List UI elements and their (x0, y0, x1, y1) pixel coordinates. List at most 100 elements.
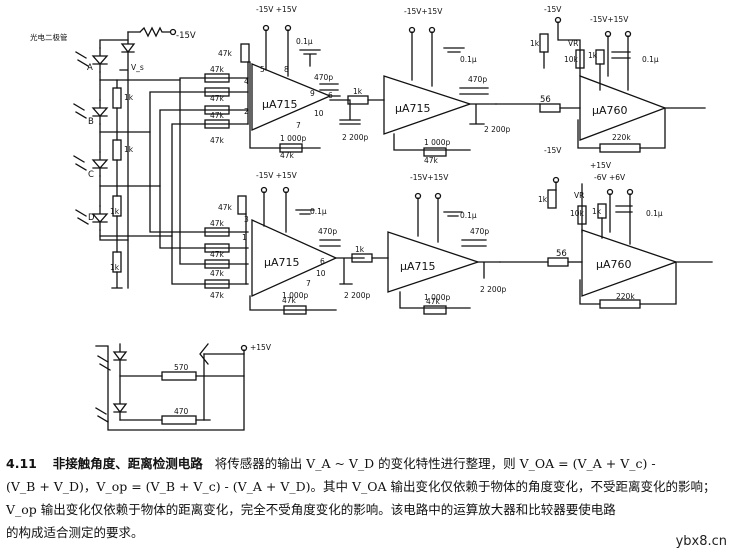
stage1-top: 47k 47k 47k 47k 47k μA715 4 2 5 8 9 6 10… (204, 5, 369, 160)
stage2-bottom: μA715 -15V+15V 0.1μ 470p 2 200p 1 000p 4… (371, 173, 549, 315)
svg-text:-15V+15V: -15V+15V (410, 173, 449, 182)
svg-text:47k: 47k (210, 269, 225, 278)
svg-text:470p: 470p (318, 227, 337, 236)
svg-text:7: 7 (296, 121, 301, 130)
stage1-bottom: 47k 47k 47k 47k 47k μA715 -15V +15V 0.1μ… (204, 171, 373, 315)
caption-line-4: 的构成适合测定的要求。 (6, 525, 144, 540)
svg-text:47k: 47k (210, 94, 225, 103)
terminal-neg15-top (169, 28, 177, 36)
svg-text:47k: 47k (280, 151, 295, 160)
svg-text:47k: 47k (218, 49, 233, 58)
svg-text:A: A (87, 63, 93, 73)
svg-text:D: D (88, 213, 95, 223)
svg-text:1k: 1k (530, 39, 540, 48)
stage3-top: -15V -15V+15V 1k VR 10k 1k 0.1μ 56 μA760… (530, 5, 706, 155)
svg-text:0.1μ: 0.1μ (460, 55, 477, 64)
caption-text-1: 将传感器的输出 V_A ~ V_D 的变化特性进行整理，则 V_OA = (V_… (214, 456, 656, 471)
svg-text:-15V: -15V (544, 5, 562, 14)
watermark: ybx8.cn (675, 534, 727, 549)
load-resistors: 1k 1k 1k 1k (110, 79, 134, 289)
svg-text:47k: 47k (426, 297, 441, 306)
svg-text:1k: 1k (124, 145, 134, 154)
svg-text:2 200p: 2 200p (484, 125, 510, 134)
svg-text:-15V: -15V (544, 146, 562, 155)
photodiode-d: D (75, 205, 109, 231)
svg-text:1k: 1k (538, 195, 548, 204)
svg-text:2 200p: 2 200p (344, 291, 370, 300)
sensor-bias-resistor (127, 26, 171, 38)
svg-text:1 000p: 1 000p (424, 293, 450, 302)
svg-text:5: 5 (260, 65, 265, 74)
svg-text:1k: 1k (592, 207, 602, 216)
svg-text:220k: 220k (616, 292, 635, 301)
op-amp-ua715-1 (251, 63, 332, 131)
svg-text:47k: 47k (424, 156, 439, 165)
caption-line-1: 4.11 非接触角度、距离检测电路 将传感器的输出 V_A ~ V_D 的变化特… (6, 452, 728, 475)
photodiode-chain (99, 39, 129, 241)
svg-text:6: 6 (320, 257, 325, 266)
svg-text:47k: 47k (210, 291, 225, 300)
svg-text:μA715: μA715 (395, 102, 431, 115)
svg-text:47k: 47k (282, 296, 297, 305)
svg-text:-15V+15V: -15V+15V (404, 7, 443, 16)
svg-text:-15V+15V: -15V+15V (590, 15, 629, 24)
svg-text:2: 2 (244, 107, 249, 116)
svg-text:1 000p: 1 000p (280, 134, 306, 143)
svg-text:1: 1 (242, 233, 247, 242)
svg-text:μA760: μA760 (596, 258, 632, 271)
svg-text:-6V +6V: -6V +6V (594, 173, 626, 182)
svg-text:μA715: μA715 (264, 256, 300, 269)
svg-text:10k: 10k (564, 55, 579, 64)
supply-label-neg15-top: -15V (176, 31, 196, 41)
svg-text:470: 470 (174, 407, 189, 416)
bottom-input-bus (149, 79, 249, 285)
svg-text:7: 7 (306, 279, 311, 288)
svg-text:570: 570 (174, 363, 189, 372)
svg-text:+15V: +15V (590, 161, 612, 170)
svg-text:1k: 1k (588, 51, 598, 60)
svg-text:1 000p: 1 000p (282, 291, 308, 300)
photodiode-label: 光电二极管 (30, 32, 68, 42)
svg-text:+15V: +15V (250, 343, 272, 352)
vs-label: V_s (131, 63, 144, 72)
svg-text:8: 8 (284, 65, 289, 74)
photodiode-b: B (73, 99, 109, 127)
svg-text:VR: VR (568, 39, 578, 48)
svg-text:3: 3 (244, 215, 249, 224)
svg-text:47k: 47k (210, 219, 225, 228)
photodiode-c: C (73, 151, 109, 180)
caption-line-3: V_op 输出变化仅依赖于物体的距离变化，完全不受角度变化的影响。该电路中的运算… (6, 502, 616, 517)
svg-text:0.1μ: 0.1μ (460, 211, 477, 220)
led-driver: +15V 570 470 (95, 343, 272, 431)
svg-text:0.1μ: 0.1μ (310, 207, 327, 216)
svg-text:1k: 1k (110, 207, 120, 216)
svg-text:1k: 1k (110, 263, 120, 272)
svg-text:220k: 220k (612, 133, 631, 142)
svg-text:1 000p: 1 000p (424, 138, 450, 147)
svg-text:μA715: μA715 (400, 260, 436, 273)
zener-diode-top (120, 31, 136, 54)
svg-text:47k: 47k (210, 111, 225, 120)
svg-text:56: 56 (540, 95, 551, 105)
svg-text:C: C (88, 170, 94, 180)
svg-text:1k: 1k (353, 87, 363, 96)
svg-text:47k: 47k (210, 250, 225, 259)
top-input-bus (99, 77, 249, 237)
svg-text:B: B (88, 117, 94, 127)
stage2-top: μA715 -15V+15V 0.1μ 470p 2 200p 1 000p 4… (367, 7, 541, 165)
svg-text:47k: 47k (218, 203, 233, 212)
svg-text:470p: 470p (468, 75, 487, 84)
svg-text:-15V +15V: -15V +15V (256, 5, 298, 14)
figure-number: 4.11 (6, 456, 37, 471)
caption-line-2: (V_B + V_D)，V_op = (V_B + V_c) - (V_A + … (6, 479, 716, 494)
op-amp-ua715-4 (387, 231, 481, 293)
svg-text:4: 4 (244, 77, 249, 86)
photodiode-a: A (75, 47, 109, 73)
op-amp-ua715-3 (251, 218, 338, 298)
svg-text:470p: 470p (470, 227, 489, 236)
svg-text:0.1μ: 0.1μ (642, 55, 659, 64)
svg-text:470p: 470p (314, 73, 333, 82)
svg-text:μA760: μA760 (592, 104, 628, 117)
